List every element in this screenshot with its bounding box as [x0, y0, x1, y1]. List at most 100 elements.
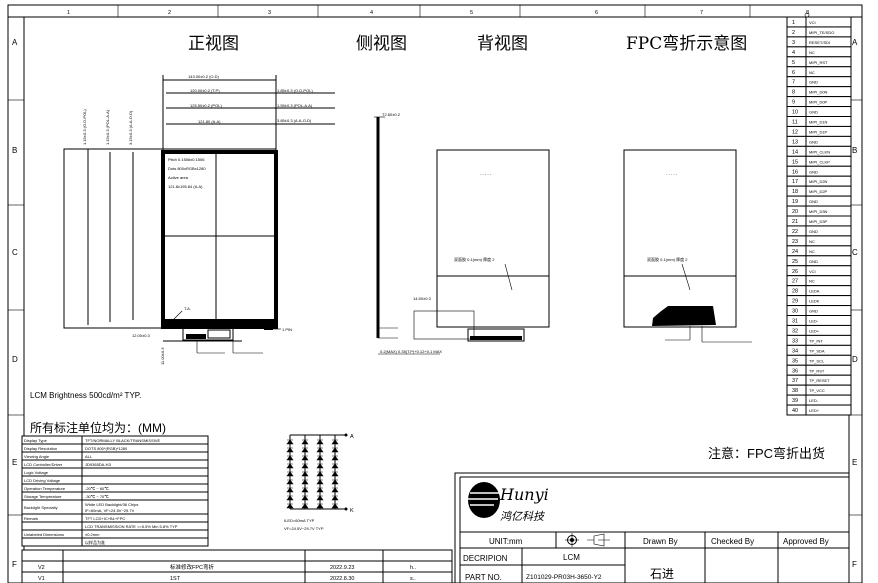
column-marker: 6 — [595, 10, 598, 16]
pin-number: 6 — [792, 70, 795, 76]
front-view: 143.00±0.2 (O.D) 120.00±0.2 (T.P) 125.50… — [63, 74, 335, 365]
panel-note-1: Pitch 0.1506x0.1506 — [168, 157, 205, 162]
dim-left-1: 1.15±0.3 (O.D-POL) — [82, 109, 87, 145]
ta-label: T.A. — [184, 306, 191, 311]
led-diode-icon — [301, 463, 309, 469]
fpc-bend-view: - - - - - 双面胶 0.1(mm) 厚度 2 — [623, 149, 752, 343]
led-diode-icon — [331, 439, 339, 445]
pin-name: GND — [809, 199, 818, 204]
pin-name: MIPI_CLKP — [809, 159, 830, 164]
led-diode-icon — [301, 447, 309, 453]
pin-number: 24 — [792, 249, 798, 255]
pin-name: MIPI_CLKN — [809, 149, 830, 154]
pin-name: MIPI_D3P — [809, 219, 828, 224]
side-view: T2.60±0.2 0.2(MAX) 0.35(T.P)+0.12+0.1 MA… — [374, 112, 442, 355]
pin-name: GND — [809, 309, 818, 314]
pin-number: 36 — [792, 368, 798, 374]
led-diode-icon — [331, 503, 339, 509]
pin-number: 37 — [792, 378, 798, 384]
led-diode-icon — [301, 487, 309, 493]
pin-number: 17 — [792, 179, 798, 185]
dim-left-3: 3.15±0.3 (A.A-O.D) — [128, 110, 133, 145]
back-fpc-width: 14.50±0.3 — [413, 296, 432, 301]
side-dim-bottom: 0.2(MAX) 0.35(T.P)+0.12+0.1 MAX — [380, 349, 442, 354]
part-no-value: Z101029-PR03H-3650-Y2 — [526, 574, 602, 581]
row-marker-right: E — [852, 458, 857, 467]
spec-label: Viewing Angle — [24, 454, 50, 459]
dim-right-1: 1.85±0.3 (O.D-POL) — [277, 88, 313, 93]
pin1-label: 1 PIN — [282, 327, 292, 332]
led-cathode-label: K — [350, 508, 354, 514]
spec-label: Backlight Specialty — [24, 505, 58, 510]
spec-row: LCD Driving Voltage — [21, 475, 209, 485]
dim-right-3: 3.85±0.3 (A.A-O.D) — [277, 118, 312, 123]
pin-number: 18 — [792, 189, 798, 195]
checked-by-label: Checked By — [711, 537, 754, 546]
pin-number: 12 — [792, 129, 798, 135]
pin-name: GND — [809, 110, 818, 115]
spec-label: Remark — [24, 516, 38, 521]
column-marker: 1 — [67, 10, 70, 16]
pin-number: 25 — [792, 259, 798, 265]
pin-number: 31 — [792, 319, 798, 325]
pin-number: 19 — [792, 199, 798, 205]
dim-left-2: 1.15±0.3 (POL-A.A) — [105, 109, 110, 145]
pin-number: 38 — [792, 388, 798, 394]
bottom-border-band — [163, 319, 276, 325]
pin-name: NC — [809, 50, 815, 55]
pin-number: 28 — [792, 289, 798, 295]
back-tape-grid — [436, 275, 550, 328]
pin-name: NC — [809, 279, 815, 284]
led-diode-icon — [286, 471, 294, 477]
pin-name: NC — [809, 70, 815, 75]
back-view-title: 背视图 — [477, 34, 528, 54]
pin-name: NC — [809, 239, 815, 244]
pin-name: MIPI_D3N — [809, 209, 828, 214]
spec-label: Operation Temperature — [24, 486, 66, 491]
pin-number: 15 — [792, 159, 798, 165]
back-view: - - - - - 双面胶 0.1(mm) 厚度 2 14.50±0.3 — [413, 149, 550, 342]
pin-number: 21 — [792, 219, 798, 225]
led-diode-icon — [331, 447, 339, 453]
pin-number: 5 — [792, 60, 795, 66]
title-block: Hunyi 鸿亿科技 UNIT:mm Drawn By Checked By A… — [454, 472, 850, 583]
description-value: LCM — [563, 553, 580, 562]
row-marker-left: C — [12, 248, 18, 257]
spec-value: ±0.2mm — [85, 532, 100, 537]
pin-name: GND — [809, 259, 818, 264]
fpc-outline — [182, 327, 234, 341]
spec-row: Logic Voltage — [21, 467, 209, 477]
lcd-panel-outline — [161, 150, 278, 329]
spec-value: TFT LCD+IC+BL+FPC — [85, 516, 125, 521]
pin-name: TP_RST — [809, 368, 825, 373]
panel-note-3: Active area — [168, 175, 189, 180]
pin-number: 8 — [792, 90, 795, 96]
brightness-note: LCM Brightness 500cd/m² TYP. — [30, 391, 141, 400]
revision-date: 2022.8.30 — [330, 576, 354, 582]
column-marker: 3 — [268, 10, 271, 16]
spec-value: TFT/NORMALLY BLACK/TRANSMISSIVE — [85, 438, 161, 443]
led-diode-icon — [316, 447, 324, 453]
led-diode-icon — [316, 471, 324, 477]
pin-row: 19 GND — [786, 195, 852, 207]
pin-name: GND — [809, 229, 818, 234]
led-diode-icon — [331, 471, 339, 477]
pin-number: 3 — [792, 40, 795, 46]
pin-number: 9 — [792, 100, 795, 106]
led-diode-icon — [331, 479, 339, 485]
spec-value: 以样品为准 — [85, 539, 105, 545]
led-diode-icon — [286, 487, 294, 493]
column-marker: 2 — [168, 10, 171, 16]
pin-number: 4 — [792, 50, 795, 56]
